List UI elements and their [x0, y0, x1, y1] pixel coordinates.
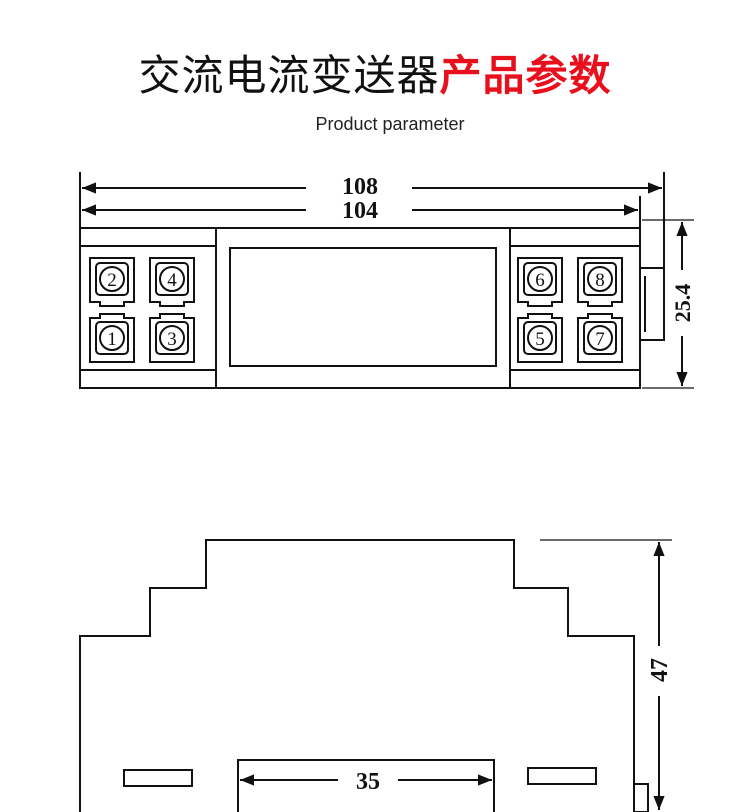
dim-label-body-width: 104 [342, 198, 378, 224]
terminal-housing [89, 257, 135, 307]
din-rail-slot [237, 759, 495, 812]
display-housing [215, 227, 511, 389]
terminal-housing [577, 313, 623, 363]
terminal-screw [527, 325, 553, 351]
terminal-label: 1 [107, 329, 117, 350]
terminal-label: 8 [595, 270, 605, 291]
dim-label-overall-width: 108 [342, 174, 378, 200]
terminal-screw [587, 325, 613, 351]
terminal-screw [159, 325, 185, 351]
terminal-frame [95, 321, 129, 355]
side-dimensions [240, 542, 665, 810]
display-window [229, 247, 497, 367]
side-view [79, 539, 672, 812]
page-title: 交流电流变送器产品参数 [0, 48, 750, 104]
right-terminal-block [517, 257, 623, 363]
dim-label-side-height: 47 [647, 658, 673, 682]
terminal-housing [517, 313, 563, 363]
vent-slot-left [123, 769, 193, 787]
terminal-label: 4 [167, 270, 177, 291]
title-product-name: 交流电流变送器 [138, 51, 440, 100]
title-highlight: 产品参数 [439, 51, 612, 100]
dim-label-front-height: 25.4 [670, 284, 695, 323]
terminal-screw [159, 266, 185, 292]
terminal-frame [155, 321, 189, 355]
release-tab [633, 783, 649, 812]
terminal-housing [149, 313, 195, 363]
left-terminal-block [89, 257, 195, 363]
terminal-housing [577, 257, 623, 307]
terminal-screw [527, 266, 553, 292]
terminal-frame [95, 262, 129, 296]
terminal-label: 7 [595, 329, 605, 350]
terminal-label: 5 [535, 329, 545, 350]
terminal-label: 6 [535, 270, 545, 291]
terminal-label: 2 [107, 270, 117, 291]
housing-profile [79, 539, 635, 812]
terminal-screw [587, 266, 613, 292]
terminal-frame [583, 321, 617, 355]
terminal-housing [517, 257, 563, 307]
page-subtitle: Product parameter [315, 114, 465, 134]
dim-label-rail-width: 35 [356, 769, 380, 795]
front-view [79, 172, 694, 389]
terminal-frame [523, 321, 557, 355]
vent-slot-right [527, 767, 597, 785]
terminal-housing [149, 257, 195, 307]
terminal-screw [99, 325, 125, 351]
terminal-frame [583, 262, 617, 296]
terminal-frame [155, 262, 189, 296]
terminal-screw [99, 266, 125, 292]
terminal-housing [89, 313, 135, 363]
terminal-label: 3 [167, 329, 177, 350]
terminal-frame [523, 262, 557, 296]
din-clip [639, 267, 665, 341]
front-dimensions [82, 182, 688, 386]
